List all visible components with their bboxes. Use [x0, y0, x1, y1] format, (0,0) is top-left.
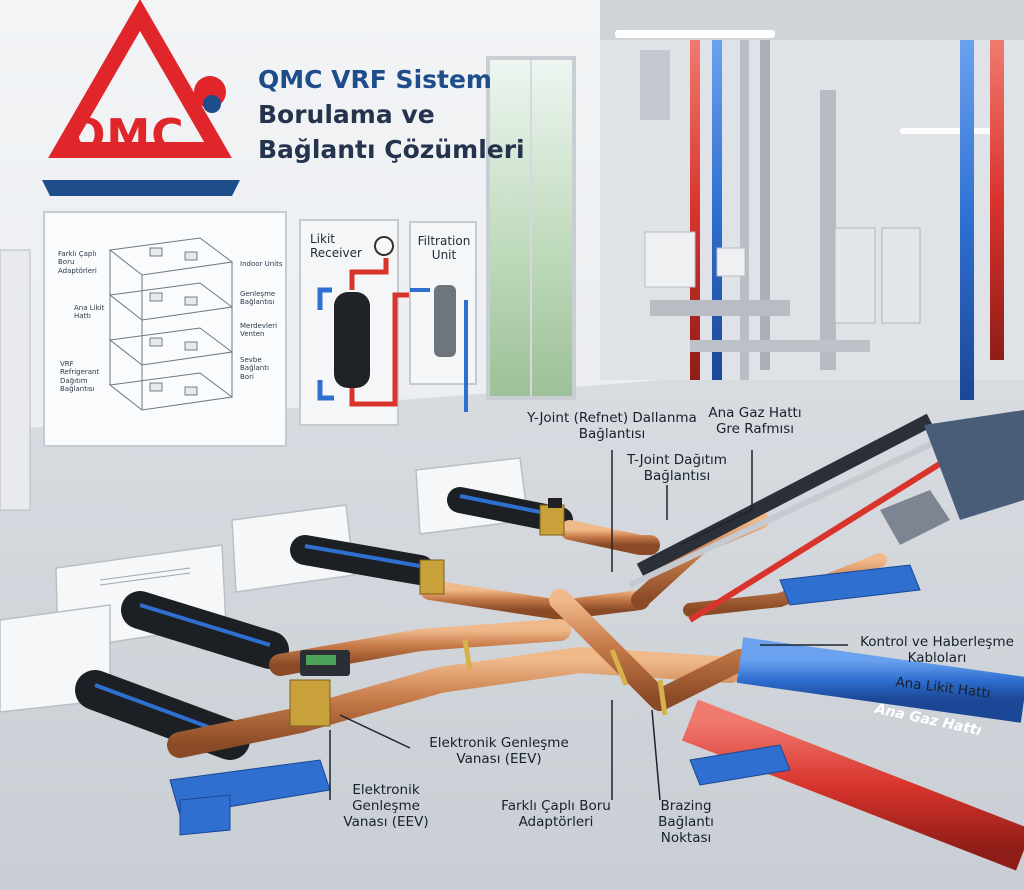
brand-title: QMC VRF Sistem Borulama ve Bağlantı Çözü… — [258, 62, 525, 167]
board-label-connection: Sevbe Bağlantı Bori — [240, 356, 269, 381]
board-label-distribution: VRF Refrigerant Dağıtım Bağlantısı — [60, 360, 100, 394]
filtration-panel-label: Filtration Unit — [417, 234, 471, 263]
brand-title-line-1: QMC VRF Sistem — [258, 65, 492, 94]
board-label-adaptors: Farklı Çaplı Boru Adaptörleri — [58, 250, 97, 275]
board-label-vents: Merdevleri Venten — [240, 322, 278, 339]
brand-logo: QMC — [68, 110, 185, 161]
callout-t-joint: T-Joint Dağıtım Bağlantısı — [627, 452, 727, 485]
board-label-liquid-line: Ana Likit Hattı — [74, 304, 105, 321]
callout-ana-gaz-rafmisi: Ana Gaz Hattı Gre Rafmısı — [708, 405, 802, 438]
callout-y-joint: Y-Joint (Refnet) Dallanma Bağlantısı — [527, 410, 697, 443]
board-label-expansion: Genleşme Bağlantısı — [240, 290, 276, 307]
callout-kontrol: Kontrol ve Haberleşme Kabloları — [860, 634, 1014, 667]
receiver-panel-label: Likit Receiver — [310, 232, 362, 261]
board-label-indoor-units: Indoor Units — [240, 260, 283, 268]
brand-title-line-3: Bağlantı Çözümleri — [258, 135, 525, 164]
callout-adaptor: Farklı Çaplı Boru Adaptörleri — [501, 798, 611, 831]
callout-eev-left: Elektronik Genleşme Vanası (EEV) — [343, 782, 429, 831]
callout-eev-right: Elektronik Genleşme Vanası (EEV) — [429, 735, 569, 768]
brand-title-line-2: Borulama ve — [258, 100, 435, 129]
callout-brazing: Brazing Bağlantı Noktası — [658, 798, 714, 847]
